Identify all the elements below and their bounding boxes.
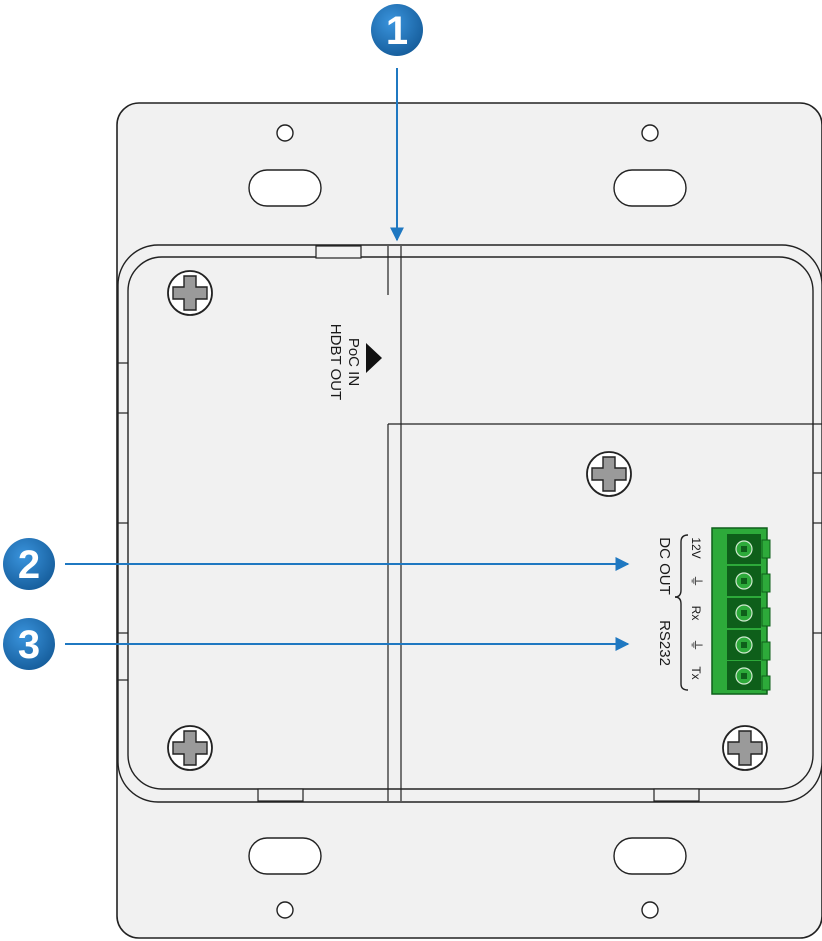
mount-hole-bottom-right — [613, 837, 687, 919]
dc-out-bracket — [674, 534, 689, 598]
svg-text:2: 2 — [18, 543, 40, 587]
terminal-pin — [727, 661, 761, 690]
pin-label-gnd: ⏚ — [689, 638, 704, 651]
device-body-inner — [127, 256, 814, 790]
poc-in-label: PoC IN — [345, 338, 362, 386]
pin-label-rx: Rx — [689, 606, 703, 621]
svg-text:1: 1 — [386, 9, 408, 53]
screw-icon — [722, 725, 768, 771]
rs232-label: RS232 — [656, 620, 673, 666]
screw-icon — [167, 270, 213, 316]
terminal-pin — [727, 534, 761, 564]
body-notches — [118, 245, 822, 802]
terminal-pin — [727, 598, 761, 628]
callout-badge-3: 3 — [3, 618, 55, 670]
triangle-pointer-icon — [366, 343, 382, 373]
mount-hole-top-right — [613, 124, 687, 207]
rs232-bracket — [674, 596, 689, 691]
terminal-pin — [727, 630, 761, 660]
dc-out-label: DC OUT — [656, 537, 673, 595]
pin-label-gnd: ⏚ — [689, 574, 704, 587]
panel-dividers — [387, 246, 822, 801]
pin-label-tx: Tx — [689, 666, 703, 679]
screw-icon — [586, 451, 632, 497]
callout-badge-1: 1 — [371, 4, 423, 56]
mount-hole-top-left — [248, 124, 322, 207]
port-label-group: PoC IN HDBT OUT — [327, 324, 362, 400]
terminal-pin — [727, 566, 761, 596]
mount-hole-bottom-left — [248, 837, 322, 919]
screw-icon — [167, 725, 213, 771]
svg-text:3: 3 — [18, 623, 40, 667]
callout-badge-2: 2 — [3, 538, 55, 590]
pin-label-12v: 12V — [689, 537, 703, 558]
hdbt-out-label: HDBT OUT — [327, 324, 344, 400]
